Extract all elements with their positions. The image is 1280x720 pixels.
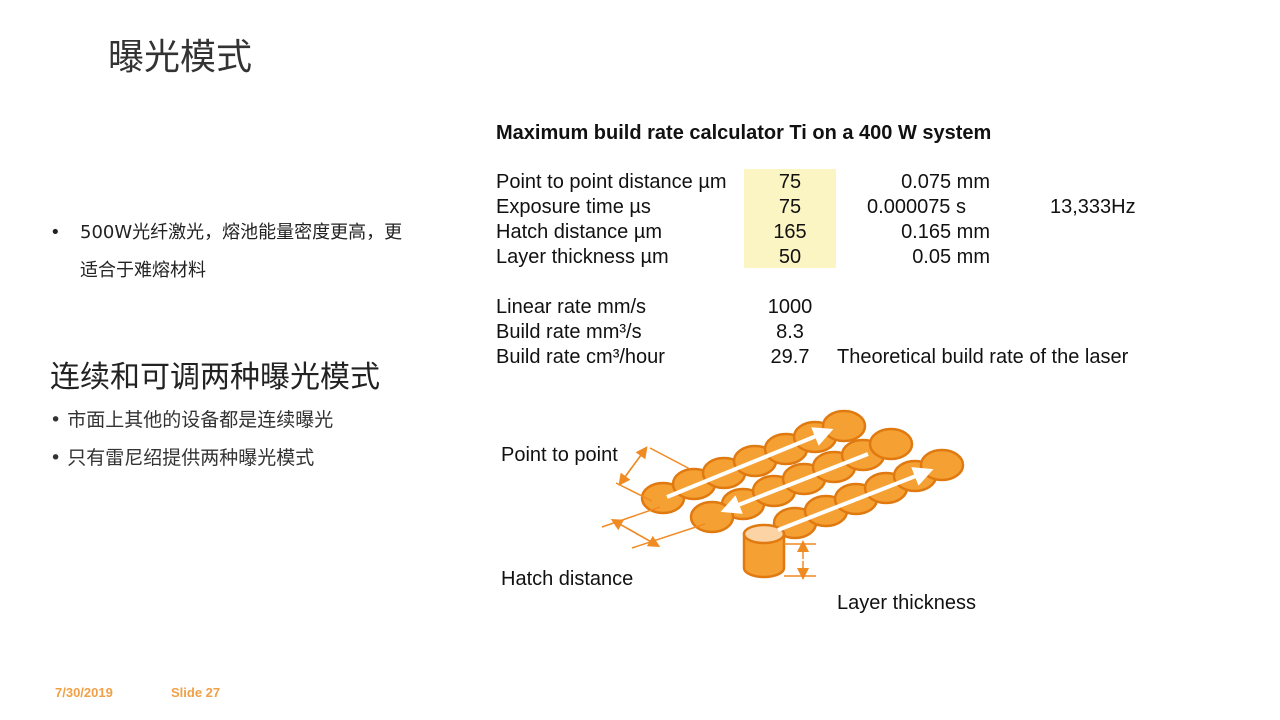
row-label: Hatch distance µm	[496, 221, 663, 243]
row-label: Layer thickness µm	[496, 246, 669, 268]
row-label: Point to point distance µm	[496, 171, 727, 193]
point-to-point-label: Point to point	[501, 444, 618, 466]
bullet-dot: •	[50, 409, 62, 431]
sub-item-text: 市面上其他的设备都是连续曝光	[67, 409, 334, 431]
row-converted: 0.05 mm	[912, 246, 990, 268]
rate-value: 29.7	[770, 346, 810, 368]
row-converted: 0.075 mm	[901, 171, 990, 193]
row-value: 75	[778, 196, 802, 218]
input-highlight	[744, 169, 836, 268]
rate-label: Build rate cm³/hour	[496, 346, 665, 368]
rate-value: 1000	[767, 296, 813, 318]
layer-dimension	[784, 540, 816, 580]
row-converted: 0.000075 s	[867, 196, 966, 218]
point-dimension	[615, 446, 691, 502]
sub-item-2: • 只有雷尼绍提供两种曝光模式	[50, 443, 314, 470]
layer-cylinder	[742, 523, 786, 579]
row-value: 50	[778, 246, 802, 268]
bullet-laser-text: 500W光纤激光，熔池能量密度更高，更适合于难熔材料	[80, 222, 403, 281]
calculator-title: Maximum build rate calculator Ti on a 40…	[496, 122, 992, 144]
hatch-dimension	[601, 506, 706, 549]
sub-item-1: • 市面上其他的设备都是连续曝光	[50, 405, 333, 432]
rate-label: Linear rate mm/s	[496, 296, 647, 318]
row-value: 165	[773, 221, 807, 243]
rate-value: 8.3	[776, 321, 804, 343]
scan-arrows	[666, 427, 934, 532]
row-label: Exposure time µs	[496, 196, 651, 218]
rate-label: Build rate mm³/s	[496, 321, 642, 343]
rate-note: Theoretical build rate of the laser	[837, 346, 1129, 368]
footer-date: 7/30/2019	[55, 685, 113, 700]
row-value: 75	[778, 171, 802, 193]
footer-slide-number: Slide 27	[171, 685, 221, 700]
hatch-distance-label: Hatch distance	[501, 568, 634, 590]
row-frequency: 13,333Hz	[1050, 196, 1136, 218]
row-converted: 0.165 mm	[901, 221, 990, 243]
section-heading: 连续和可调两种曝光模式	[50, 360, 380, 395]
bullet-dot: •	[50, 447, 62, 469]
slide-title: 曝光模式	[108, 37, 253, 78]
layer-thickness-label: Layer thickness	[837, 592, 976, 614]
sub-item-text: 只有雷尼绍提供两种曝光模式	[67, 447, 315, 469]
bullet-dot: •	[50, 222, 61, 243]
